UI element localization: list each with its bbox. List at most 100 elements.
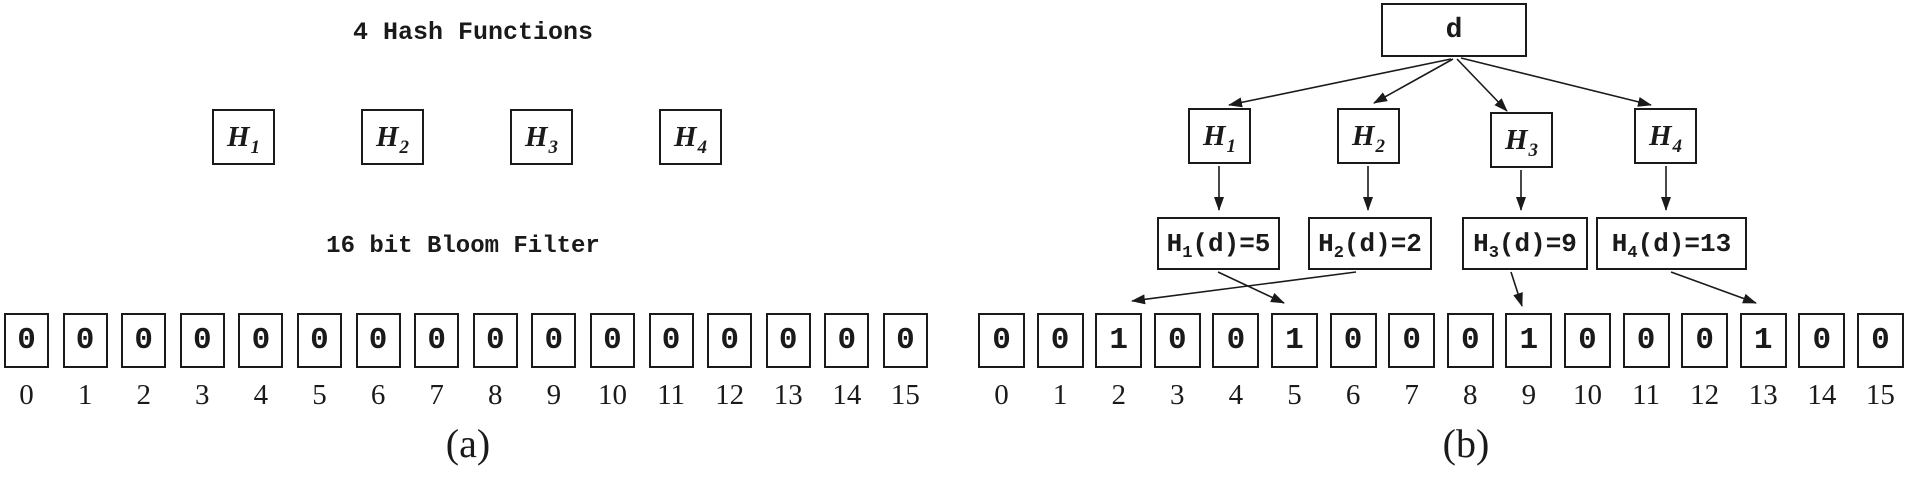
result-sub: 4 — [1627, 243, 1638, 263]
hash-label: H1 — [1202, 119, 1236, 156]
hash-result-box-2: H2(d)=2 — [1308, 217, 1432, 270]
hash-sub: 4 — [1672, 135, 1683, 157]
result-name: H — [1611, 228, 1628, 259]
bit-index: 6 — [1345, 379, 1361, 411]
hash-result-label: H3(d)=9 — [1473, 229, 1577, 262]
bloom-filter-title: 16 bit Bloom Filter — [326, 233, 600, 260]
bit-box: 0 — [531, 313, 577, 368]
bit-box: 1 — [1739, 313, 1787, 368]
bit-value: 0 — [544, 323, 564, 358]
hash-label: H4 — [1649, 121, 1682, 156]
bit-box: 1 — [1505, 313, 1553, 368]
hash-name: H — [1504, 123, 1528, 156]
bit-index: 6 — [370, 379, 386, 411]
bit-value: 0 — [134, 323, 153, 358]
hash-name: H — [375, 120, 399, 153]
bit-index: 9 — [1521, 379, 1537, 411]
bit-box: 0 — [179, 313, 225, 368]
data-input-label: d — [1445, 14, 1463, 46]
result-sub: 1 — [1182, 243, 1193, 263]
hash-result-box-4: H4(d)=13 — [1596, 217, 1747, 270]
bit-index: 3 — [1170, 379, 1185, 411]
bit-box: 0 — [1329, 313, 1377, 368]
hash-name: H — [1202, 119, 1226, 152]
bit-index: 1 — [77, 379, 93, 411]
bit-value: 0 — [1226, 323, 1246, 358]
bit-value: 0 — [1343, 323, 1363, 358]
hash-name: H — [524, 120, 548, 153]
bit-value: 0 — [603, 323, 622, 358]
bit-index: 11 — [657, 379, 685, 411]
hash-label: H2 — [1351, 119, 1385, 156]
bit-value: 0 — [720, 323, 739, 358]
hash-result-label: H4(d)=13 — [1611, 228, 1731, 262]
hash-sub: 3 — [1528, 139, 1539, 161]
bit-box: 0 — [355, 313, 401, 368]
bloom-a-cell-11: 0 11 — [648, 313, 694, 411]
bit-value: 0 — [310, 323, 329, 358]
bit-index: 12 — [1690, 379, 1720, 411]
bit-index: 4 — [253, 379, 269, 411]
hash-sub: 4 — [697, 136, 708, 158]
bit-value: 0 — [251, 323, 271, 358]
bit-index: 8 — [488, 379, 503, 411]
bit-value: 1 — [1519, 323, 1539, 358]
hash-label: H1 — [226, 120, 260, 157]
bit-box: 0 — [121, 313, 167, 368]
bit-box: 0 — [1446, 313, 1494, 368]
bit-index: 5 — [312, 379, 327, 411]
caption-a: (a) — [445, 421, 491, 466]
bit-index: 10 — [1572, 379, 1602, 411]
data-input-box: d — [1381, 3, 1527, 57]
bit-value: 0 — [75, 323, 95, 358]
hash-sub: 1 — [1226, 135, 1237, 157]
bit-value: 0 — [485, 323, 505, 358]
bit-box: 0 — [707, 313, 753, 368]
bit-box: 0 — [1036, 313, 1084, 368]
bit-index: 5 — [1287, 379, 1302, 411]
hash-result-box-3: H3(d)=9 — [1462, 217, 1588, 270]
bit-value: 0 — [368, 323, 388, 358]
hash-name: H — [1351, 119, 1375, 152]
bit-box: 0 — [648, 313, 694, 368]
bit-index: 3 — [195, 379, 210, 411]
bit-index: 12 — [715, 379, 745, 411]
bit-box: 0 — [589, 313, 635, 368]
bit-box: 0 — [472, 313, 518, 368]
bit-index: 15 — [1865, 379, 1895, 411]
bit-box: 0 — [1681, 313, 1729, 368]
hash-name: H — [226, 120, 250, 153]
hash-sub: 2 — [399, 136, 410, 158]
hash-box-h4-b: H4 — [1634, 108, 1697, 164]
bit-box: 0 — [1622, 313, 1670, 368]
result-sub: 3 — [1488, 243, 1499, 263]
bit-box: 0 — [414, 313, 460, 368]
bit-value: 0 — [1167, 323, 1187, 358]
bit-index: 0 — [994, 379, 1009, 411]
bit-value: 0 — [661, 323, 681, 358]
bit-box: 0 — [765, 313, 811, 368]
bit-index: 7 — [429, 379, 444, 411]
bit-value: 0 — [1578, 323, 1597, 358]
bit-box: 0 — [882, 313, 928, 368]
bit-box: 1 — [1270, 313, 1318, 368]
bit-value: 0 — [1636, 323, 1656, 358]
